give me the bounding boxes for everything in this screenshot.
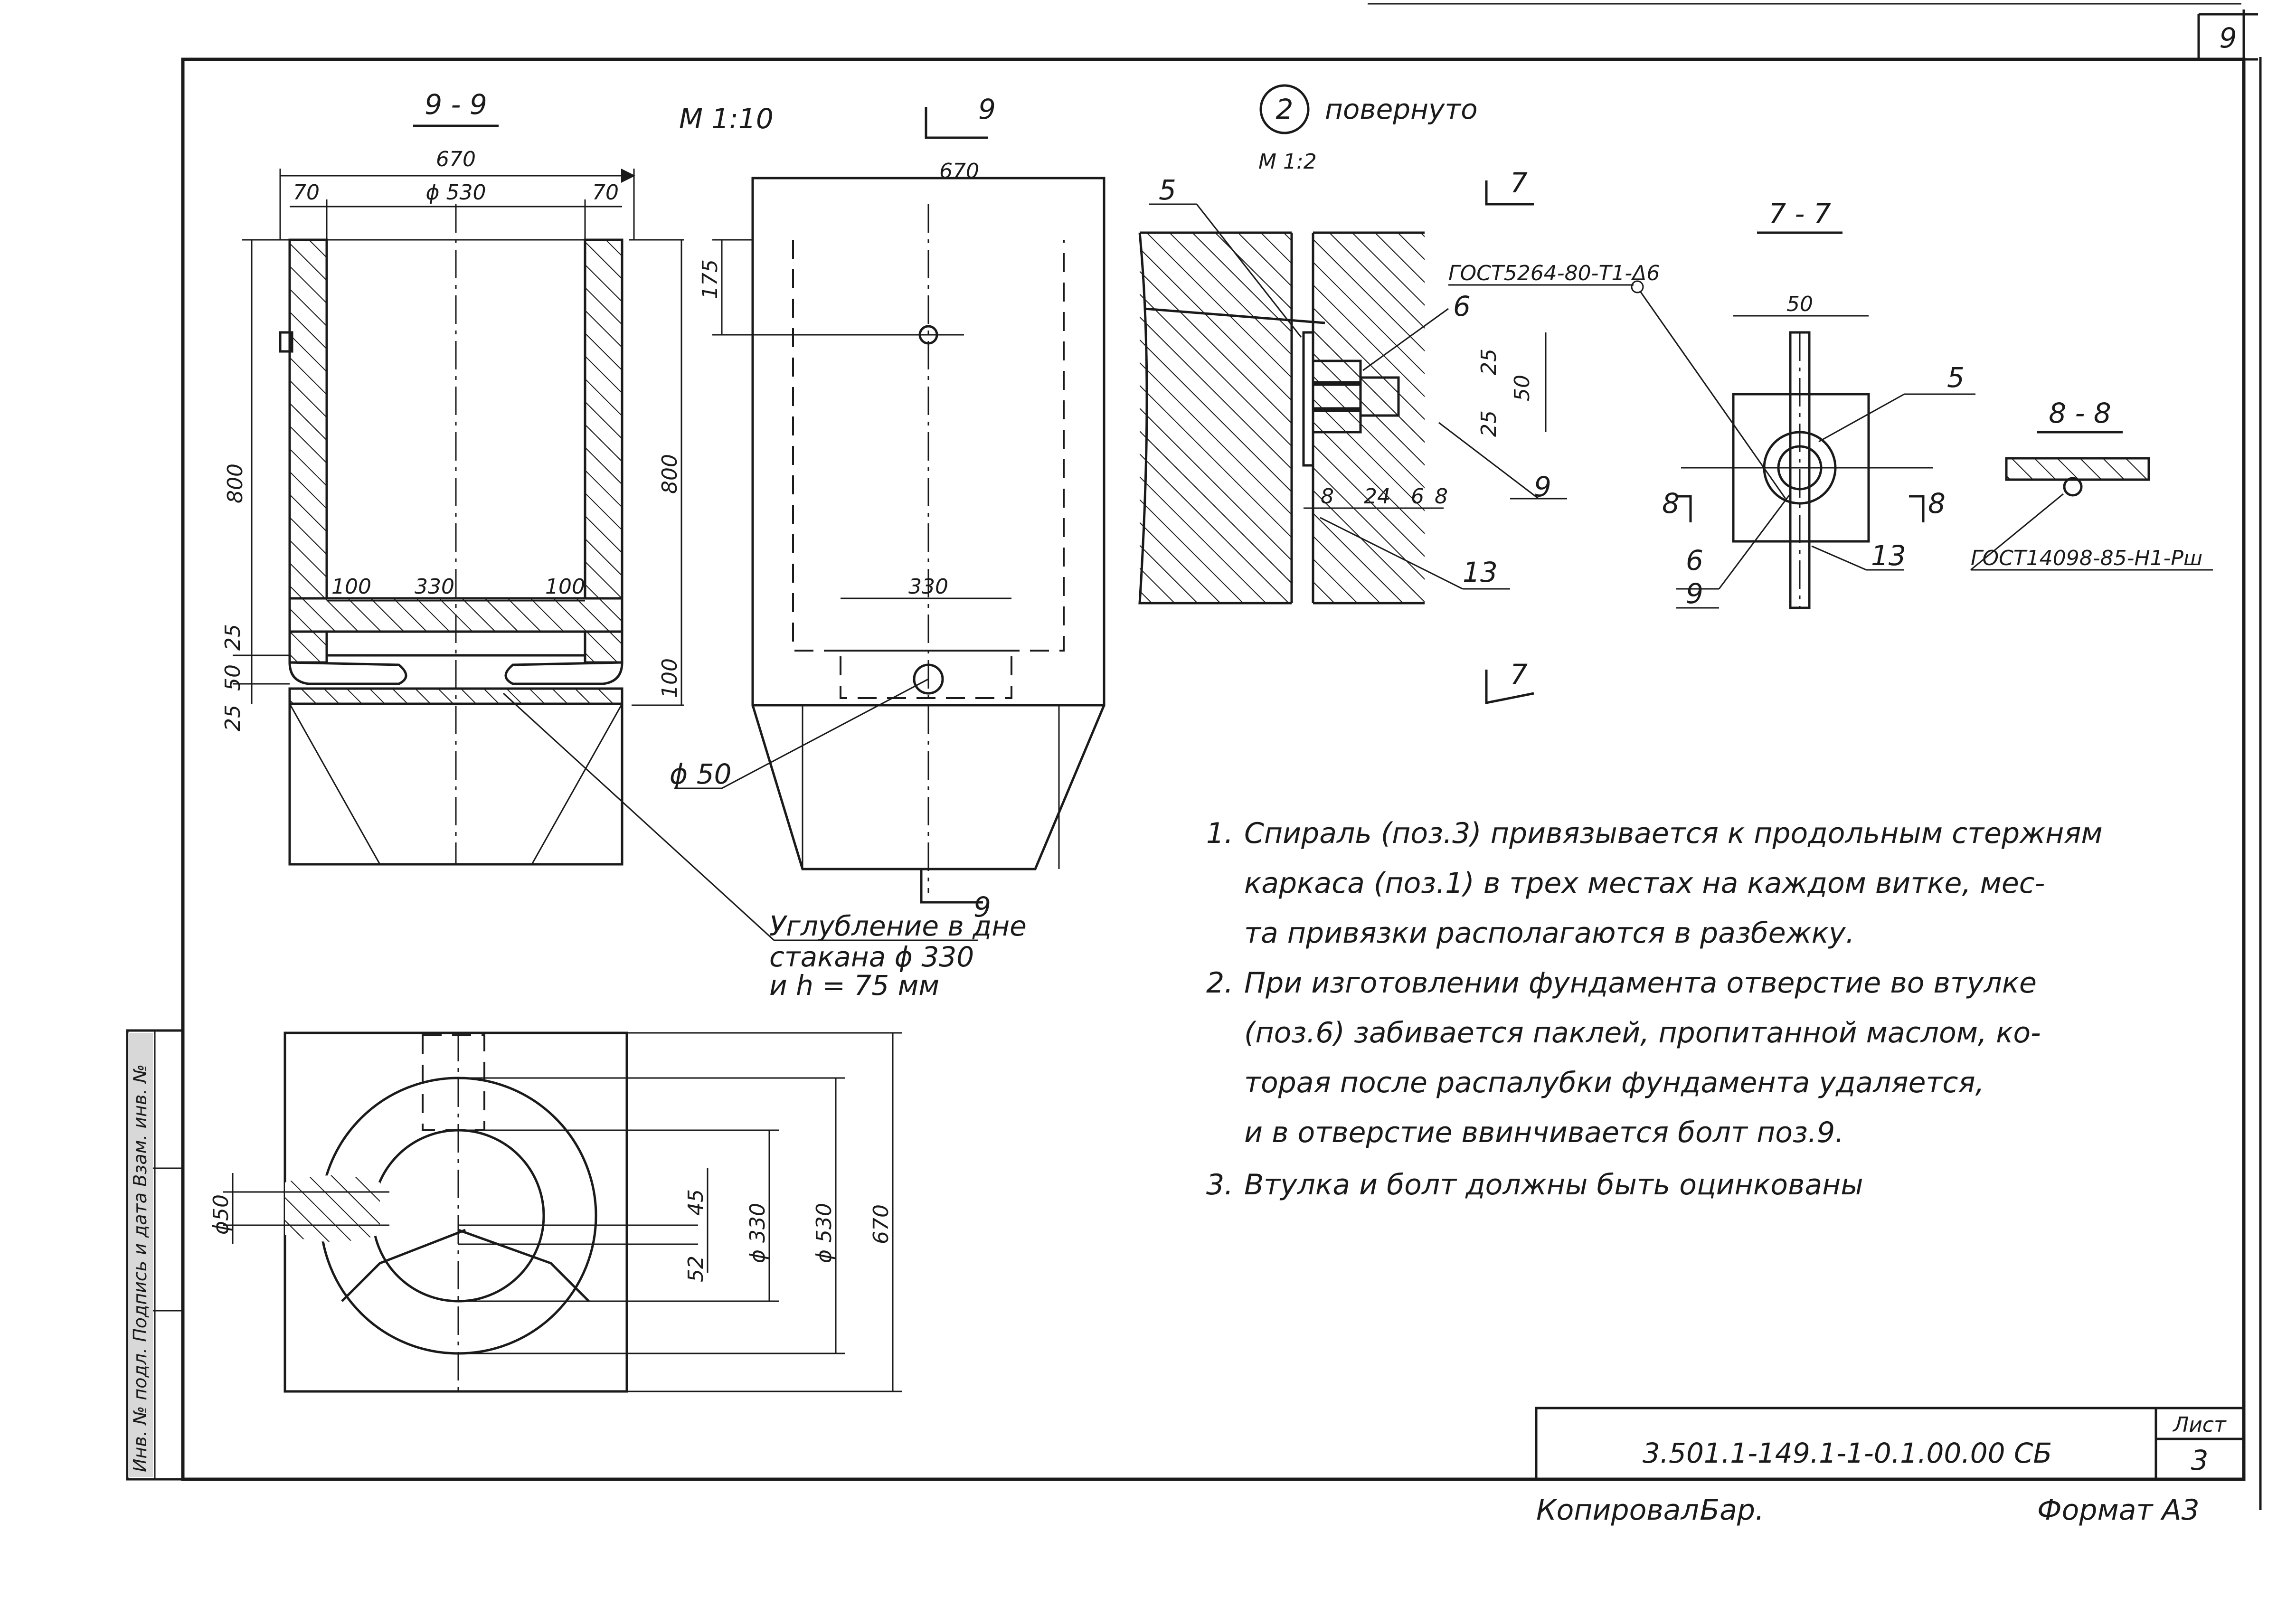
callout-recess-line3: и h = 75 мм xyxy=(769,969,939,1002)
section-7-7-title: 7 - 7 xyxy=(1768,198,1831,230)
pos-7-7-13: 13 xyxy=(1871,539,1906,572)
dim-plan-530: ϕ 530 xyxy=(812,1203,836,1263)
callout-recess-line2: стакана ϕ 330 xyxy=(769,941,974,973)
footer-format: Формат А3 xyxy=(2037,1494,2200,1527)
dim-8b: 8 xyxy=(1435,484,1448,509)
note-1-line2: каркаса (поз.1) в трех местах на каждом … xyxy=(1244,867,2045,900)
dim-v1-25: 25 xyxy=(221,624,245,651)
side-view: 9 9 670 175 800 100 330 xyxy=(629,93,1105,923)
note-1-num: 1. xyxy=(1206,817,1233,850)
dim-sv-670: 670 xyxy=(939,159,979,183)
section-9-9-title: 9 - 9 xyxy=(425,88,487,121)
cut-8-left: 8 xyxy=(1662,487,1680,520)
dim-b3-100: 100 xyxy=(545,575,585,599)
callout-recess-line1: Углубление в дне xyxy=(769,910,1027,942)
dim-24: 24 xyxy=(1364,484,1390,509)
title-sheet-value: 3 xyxy=(2191,1444,2209,1476)
dim-overall-670: 670 xyxy=(436,147,476,171)
title-block xyxy=(1535,1407,2245,1481)
weld-gost5264: ГОСТ5264-80-Т1-Δ6 xyxy=(1448,261,1660,285)
sheet-frame xyxy=(181,3,2262,1510)
cut-label-top: 9 xyxy=(978,93,996,125)
pos-6: 6 xyxy=(1453,290,1471,322)
plan-view: ϕ50 45 52 ϕ 330 ϕ 530 670 xyxy=(209,1031,902,1393)
dim-v3-25: 25 xyxy=(221,705,245,731)
dim-50: 50 xyxy=(1510,375,1534,401)
scale-label: М 1:10 xyxy=(679,103,774,135)
dim-plan-670: 670 xyxy=(869,1204,893,1244)
note-2-num: 2. xyxy=(1206,966,1233,1000)
dim-b1-100: 100 xyxy=(331,575,371,599)
pos-9: 9 xyxy=(1534,471,1551,503)
pos-7-7-6: 6 xyxy=(1686,544,1703,577)
detail-2: 2 повернуто М 1:2 7 7 ГОСТ5264-80-Т1-Δ6 … xyxy=(1138,84,1786,705)
note-2-line1: При изготовлении фундамента отверстие во… xyxy=(1244,966,2037,1000)
detail-2-scale: М 1:2 xyxy=(1258,150,1317,174)
section-8-8: 8 - 8 ГОСТ14098-85-Н1-Рш xyxy=(1970,397,2213,571)
dim-25a: 25 xyxy=(1477,349,1501,375)
pos-13: 13 xyxy=(1463,556,1498,588)
dim-v2-50: 50 xyxy=(221,664,245,691)
cut-label-bottom: 9 xyxy=(973,891,991,923)
dim-sv-330: 330 xyxy=(908,575,948,599)
dim-left-70: 70 xyxy=(293,180,320,205)
notes: 1. Спираль (поз.3) привязывается к продо… xyxy=(1206,817,2103,1201)
note-1-line1: Спираль (поз.3) привязывается к продольн… xyxy=(1244,817,2103,850)
side-stamp-text: Инв. № подл. Подпись и дата Взам. инв. № xyxy=(130,1064,151,1472)
detail-2-number: 2 xyxy=(1276,93,1294,125)
section-7-7: 7 - 7 50 8 8 5 6 9 13 xyxy=(1662,198,1975,610)
detail-2-cut-bottom: 7 xyxy=(1510,658,1528,690)
footer-copied-label: Копировал: xyxy=(1536,1494,1709,1527)
note-3-num: 3. xyxy=(1206,1168,1233,1201)
detail-2-title: повернуто xyxy=(1325,93,1478,125)
dim-6: 6 xyxy=(1411,484,1424,509)
dim-sv-175: 175 xyxy=(698,259,722,299)
weld-gost14098: ГОСТ14098-85-Н1-Рш xyxy=(1971,546,2202,570)
section-9-9: 9 - 9 М 1:10 670 70 ϕ 530 70 800 xyxy=(221,88,774,866)
note-1-line3: та привязки располагаются в разбежку. xyxy=(1244,917,1855,950)
dim-sv-800: 800 xyxy=(658,454,682,494)
dim-b2-330: 330 xyxy=(415,575,454,599)
title-designation: 3.501.1-149.1-1-0.1.00.00 СБ xyxy=(1643,1437,2052,1469)
dim-plan-50: ϕ50 xyxy=(209,1194,233,1235)
dim-sv-100: 100 xyxy=(658,658,682,698)
section-8-8-title: 8 - 8 xyxy=(2049,397,2111,429)
pos-7-7-5: 5 xyxy=(1947,361,1965,394)
footer-copied-sign: Бар. xyxy=(1700,1494,1764,1527)
note-2-line2: (поз.6) забивается паклей, пропитанной м… xyxy=(1244,1016,2041,1050)
dim-height-800: 800 xyxy=(223,463,247,503)
note-3-line1: Втулка и болт должны быть оцинкованы xyxy=(1244,1168,1863,1201)
dim-plan-330: ϕ 330 xyxy=(746,1203,770,1263)
sheet-number: 9 xyxy=(2220,22,2237,54)
detail-2-cut-top: 7 xyxy=(1510,167,1528,199)
dim-7-7-50: 50 xyxy=(1786,292,1813,316)
cut-8-right: 8 xyxy=(1928,487,1946,520)
dim-right-70: 70 xyxy=(592,180,619,205)
title-sheet-label: Лист xyxy=(2172,1413,2227,1437)
side-stamp xyxy=(126,1029,184,1481)
dim-plan-45: 45 xyxy=(684,1189,708,1216)
dim-8a: 8 xyxy=(1321,484,1334,509)
callout-hole-50: ϕ 50 xyxy=(670,758,732,790)
note-2-line3: торая после распалубки фундамента удаляе… xyxy=(1244,1066,1984,1099)
dim-25b: 25 xyxy=(1477,410,1501,437)
dim-plan-52: 52 xyxy=(684,1256,708,1282)
callouts: ϕ 50 Углубление в дне стакана ϕ 330 и h … xyxy=(502,678,1027,1002)
note-2-line4: и в отверстие ввинчивается болт поз.9. xyxy=(1244,1116,1844,1149)
pos-5: 5 xyxy=(1159,174,1176,206)
dim-inner-530: ϕ 530 xyxy=(426,180,486,205)
pos-7-7-9: 9 xyxy=(1686,577,1703,610)
